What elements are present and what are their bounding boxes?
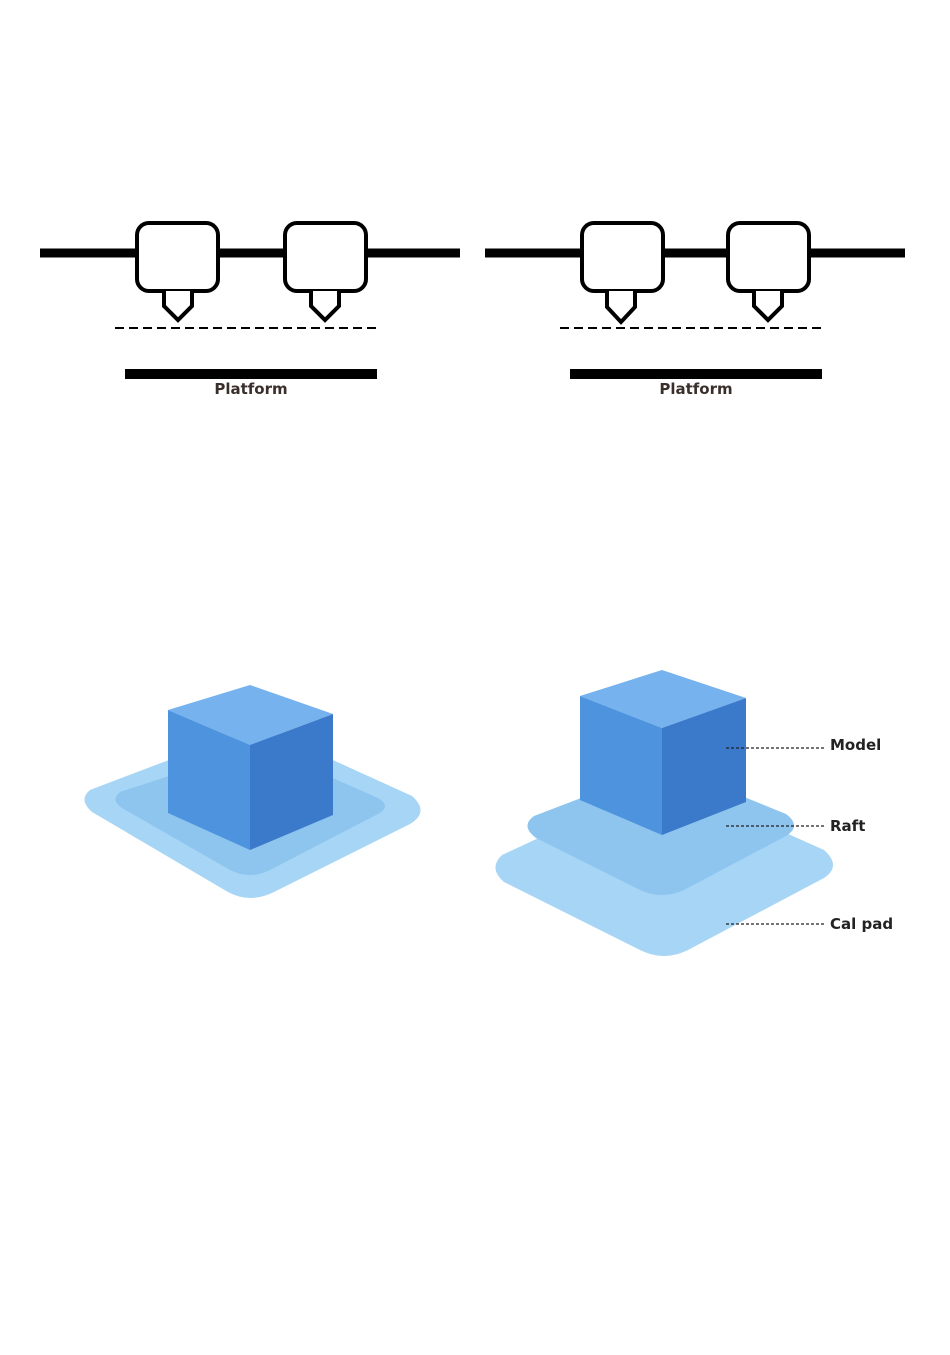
model-cube <box>580 670 746 835</box>
cube-on-pad-diagram <box>60 650 450 940</box>
platform-bar <box>125 369 377 379</box>
raft-label: Raft <box>830 817 865 835</box>
platform-label: Platform <box>214 380 287 398</box>
nozzle-diagram-right: Platform <box>475 200 915 420</box>
extruder-head-2 <box>285 223 366 320</box>
exploded-layers-diagram: Model Raft Cal pad <box>480 650 910 980</box>
extruder-head-1 <box>137 223 218 320</box>
platform-bar <box>570 369 822 379</box>
cal-pad-label: Cal pad <box>830 915 893 933</box>
model-label: Model <box>830 736 881 754</box>
extruder-head-2 <box>728 223 809 320</box>
nozzle-diagram-left: Platform <box>30 200 470 420</box>
platform-label: Platform <box>659 380 732 398</box>
extruder-head-1 <box>582 223 663 322</box>
